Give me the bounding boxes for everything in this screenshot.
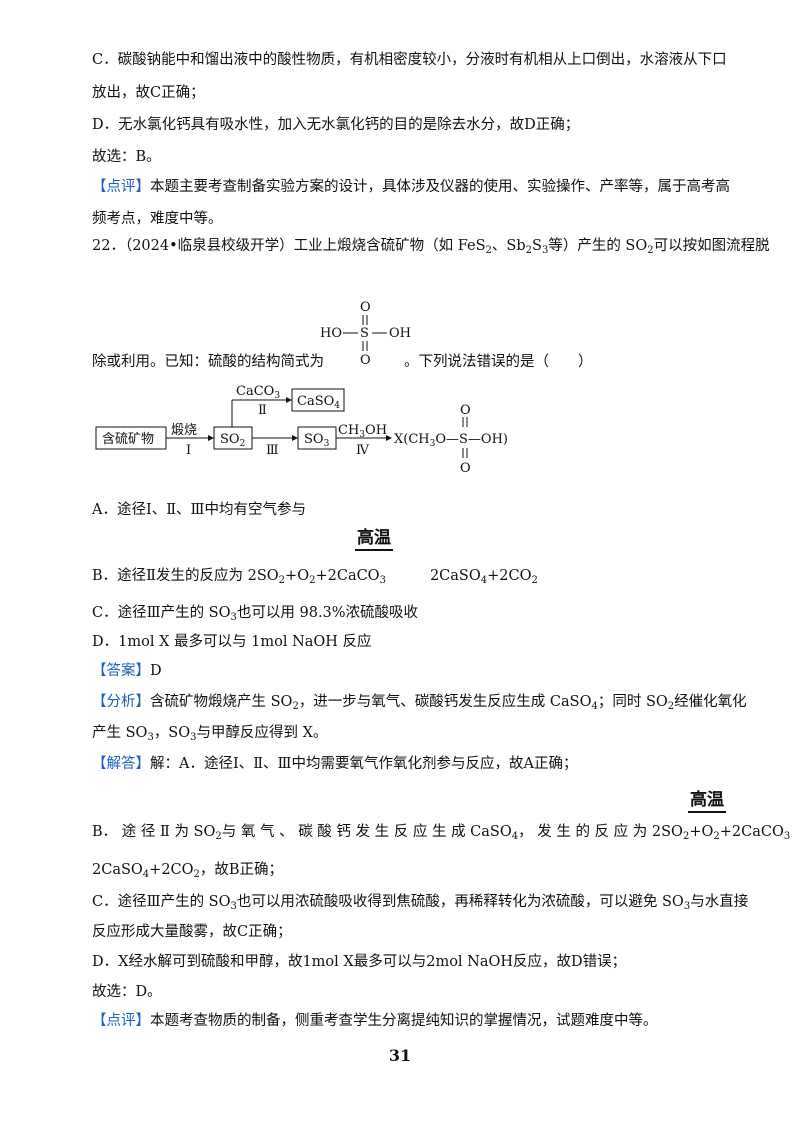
comment-tag: 【点评】 (92, 179, 150, 195)
solution-b-line1: B． 途 径 Ⅱ 为 SO2与 氧 气 、 碳 酸 钙 发 生 反 应 生 成 … (92, 824, 791, 842)
flow-step2: Ⅱ (258, 403, 267, 418)
prev-option-c-line2: 放出，故C正确； (92, 85, 205, 101)
high-temperature-label-option: 高温 (355, 528, 393, 551)
solution-c-line2: 反应形成大量酸雾，故C正确； (92, 924, 292, 940)
prev-option-c-line1: C．碳酸钠能中和馏出液中的酸性物质，有机相密度较小，分液时有机相从上口倒出，水溶… (92, 52, 727, 68)
prev-choose: 故选：B。 (92, 149, 161, 165)
svg-text:CaCO3: CaCO3 (236, 384, 280, 401)
flow-step1: Ⅰ (186, 443, 191, 458)
flow-step3: Ⅲ (266, 443, 279, 458)
option-a: A．途径Ⅰ、Ⅱ、Ⅲ中均有空气参与 (92, 502, 307, 518)
question-22-line2: 除或利用。已知：硫酸的结构简式为。下列说法错误的是（ ） (92, 354, 593, 370)
svg-text:X(CH3O—S—OH): X(CH3O—S—OH) (394, 432, 508, 449)
process-flow-diagram: 含硫矿物 煅烧 Ⅰ SO2 CaCO3 Ⅱ CaSO4 Ⅲ SO3 CH3OH … (95, 384, 508, 476)
analysis-line1: 【分析】含硫矿物煅烧产生 SO2，进一步与氧气、碳酸钙发生反应生成 CaSO4；… (92, 694, 747, 712)
svg-text:O: O (460, 403, 471, 418)
choose-line: 故选：D。 (92, 984, 162, 1000)
struct-o-top: O (360, 300, 371, 315)
struct-ho: HO (320, 326, 342, 341)
solution-d: D．X经水解可到硫酸和甲醇，故1mol X最多可以与2mol NaOH反应，故D… (92, 954, 627, 970)
struct-s: S (360, 326, 369, 341)
prev-option-d: D．无水氯化钙具有吸水性，加入无水氯化钙的目的是除去水分，故D正确； (92, 117, 580, 133)
svg-text:CH3OH: CH3OH (338, 423, 387, 440)
prev-comment-line2: 频考点，难度中等。 (92, 211, 223, 227)
svg-text:SO2: SO2 (220, 432, 245, 449)
solution-line1: 【解答】解：A．途径Ⅰ、Ⅱ、Ⅲ中均需要氧气作氧化剂参与反应，故A正确； (92, 756, 578, 772)
svg-text:SO3: SO3 (304, 432, 330, 449)
answer-line: 【答案】D (92, 663, 162, 679)
sulfuric-acid-structure: O HO S OH O (320, 300, 411, 368)
box-caso4 (291, 388, 345, 412)
analysis-line2: 产生 SO3，SO3与甲醇反应得到 X。 (92, 725, 328, 743)
question-22-line1: 22．（2024•临泉县校级开学）工业上煅烧含硫矿物（如 FeS2、Sb2S3等… (92, 238, 770, 256)
high-temperature-label-solution: 高温 (688, 790, 726, 813)
flow-step4: Ⅳ (356, 443, 370, 458)
page-number: 31 (388, 1046, 412, 1065)
solution-b-line2: 2CaSO4+2CO2，故B正确； (92, 862, 284, 880)
flow-mineral: 含硫矿物 (102, 431, 154, 447)
svg-text:CaSO4: CaSO4 (297, 394, 340, 411)
option-d: D．1mol X 最多可以与 1mol NaOH 反应 (92, 634, 372, 650)
solution-c-line1: C．途径Ⅲ产生的 SO3也可以用浓硫酸吸收得到焦硫酸，再稀释转化为浓硫酸，可以避… (92, 894, 749, 912)
struct-o-bot: O (360, 353, 371, 368)
svg-text:O: O (460, 461, 471, 476)
flow-calcine: 煅烧 (171, 422, 197, 438)
option-c: C．途径Ⅲ产生的 SO3也可以用 98.3%浓硫酸吸收 (92, 605, 419, 623)
prev-comment-line1: 【点评】本题主要考查制备实验方案的设计，具体涉及仪器的使用、实验操作、产率等，属… (92, 179, 730, 195)
struct-oh: OH (389, 326, 411, 341)
comment-line: 【点评】本题考查物质的制备，侧重考查学生分离提纯知识的掌握情况，试题难度中等。 (92, 1013, 658, 1029)
